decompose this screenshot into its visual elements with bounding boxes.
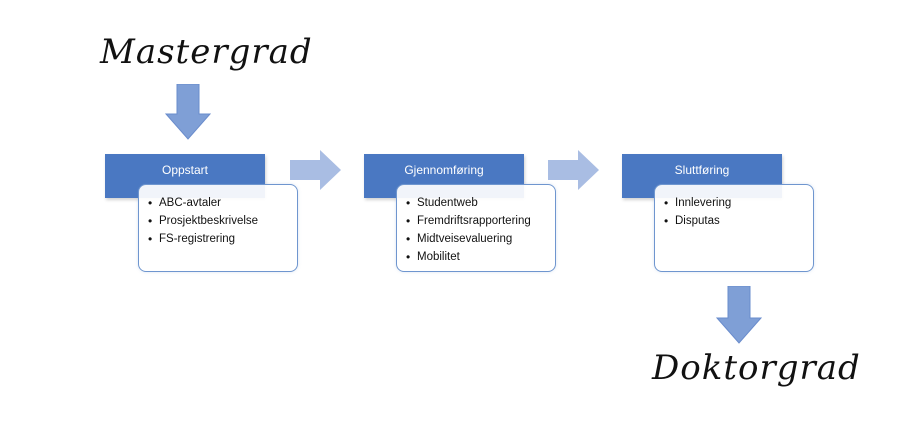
- list-item: Innlevering: [664, 194, 805, 212]
- stage-item-list: Studentweb Fremdriftsrapportering Midtve…: [405, 194, 547, 266]
- right-arrow-icon: [290, 150, 341, 190]
- stage-box-gjennomforing: Studentweb Fremdriftsrapportering Midtve…: [396, 184, 556, 272]
- list-item: Midtveisevaluering: [406, 230, 547, 248]
- list-item: Mobilitet: [406, 248, 547, 266]
- down-arrow-icon: [716, 286, 762, 344]
- stage-box-oppstart: ABC-avtaler Prosjektbeskrivelse FS-regis…: [138, 184, 298, 272]
- list-item: Fremdriftsrapportering: [406, 212, 547, 230]
- list-item: Prosjektbeskrivelse: [148, 212, 289, 230]
- right-arrow-icon: [548, 150, 599, 190]
- stage-title: Sluttføring: [674, 163, 730, 177]
- down-arrow-icon: [165, 84, 211, 140]
- list-item: Studentweb: [406, 194, 547, 212]
- stage-item-list: Innlevering Disputas: [663, 194, 805, 230]
- stage-item-list: ABC-avtaler Prosjektbeskrivelse FS-regis…: [147, 194, 289, 248]
- list-item: Disputas: [664, 212, 805, 230]
- stage-box-sluttforing: Innlevering Disputas: [654, 184, 814, 272]
- list-item: ABC-avtaler: [148, 194, 289, 212]
- end-label: Doktorgrad: [652, 348, 861, 388]
- list-item: FS-registrering: [148, 230, 289, 248]
- stage-title: Gjennomføring: [404, 163, 484, 177]
- stage-title: Oppstart: [161, 163, 209, 177]
- start-label: Mastergrad: [100, 32, 313, 72]
